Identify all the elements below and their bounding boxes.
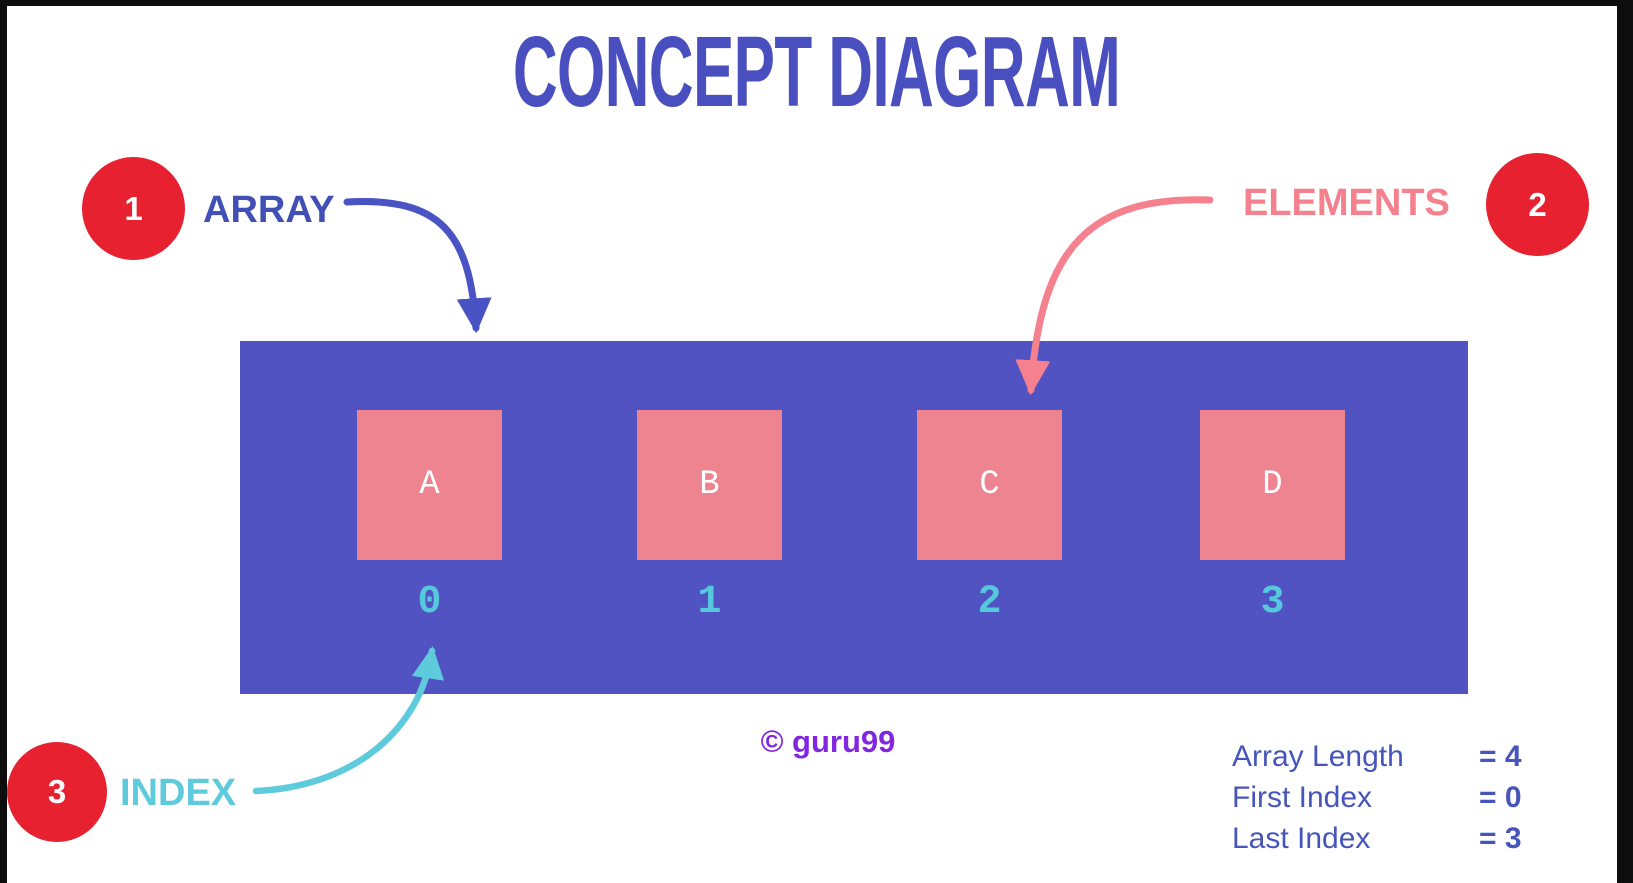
index-label-2: 2 bbox=[977, 580, 1002, 625]
right-border bbox=[1617, 0, 1633, 883]
index-label-3: 3 bbox=[1260, 580, 1285, 625]
stats-block: Array Length = 4 First Index = 0 Last In… bbox=[1232, 736, 1522, 859]
array-element-c: C bbox=[917, 410, 1062, 560]
top-border bbox=[0, 0, 1633, 6]
array-element-d: D bbox=[1200, 410, 1345, 560]
stats-row: Array Length = 4 bbox=[1232, 736, 1522, 777]
index-label-0: 0 bbox=[417, 580, 442, 625]
badge-number: 3 bbox=[47, 773, 67, 810]
left-border bbox=[0, 0, 7, 883]
stats-value: = 4 bbox=[1479, 739, 1522, 773]
array-callout-label: ARRAY bbox=[203, 189, 335, 231]
watermark: © guru99 bbox=[760, 724, 896, 759]
stats-row: Last Index = 3 bbox=[1232, 818, 1522, 859]
array-element-a: A bbox=[357, 410, 502, 560]
array-element-b: B bbox=[637, 410, 782, 560]
element-value: A bbox=[419, 466, 440, 504]
stats-row: First Index = 0 bbox=[1232, 777, 1522, 818]
callout-badge-3: 3 bbox=[7, 742, 107, 842]
stats-value: = 3 bbox=[1479, 821, 1522, 855]
stats-value: = 0 bbox=[1479, 780, 1522, 814]
element-value: D bbox=[1262, 466, 1283, 504]
element-value: B bbox=[699, 466, 720, 504]
element-value: C bbox=[979, 466, 1000, 504]
badge-number: 1 bbox=[124, 189, 143, 227]
stats-label: Array Length bbox=[1232, 739, 1404, 773]
callout-badge-1: 1 bbox=[82, 157, 185, 260]
elements-callout-label: ELEMENTS bbox=[1243, 182, 1450, 224]
stats-label: First Index bbox=[1232, 780, 1373, 814]
page-title: CONCEPT DIAGRAM bbox=[512, 16, 1121, 128]
callout-badge-2: 2 bbox=[1486, 153, 1589, 256]
array-arrow bbox=[343, 198, 492, 334]
stats-label: Last Index bbox=[1232, 821, 1371, 855]
badge-number: 2 bbox=[1528, 185, 1547, 223]
index-label-1: 1 bbox=[697, 580, 722, 625]
index-callout-label: INDEX bbox=[120, 772, 237, 814]
